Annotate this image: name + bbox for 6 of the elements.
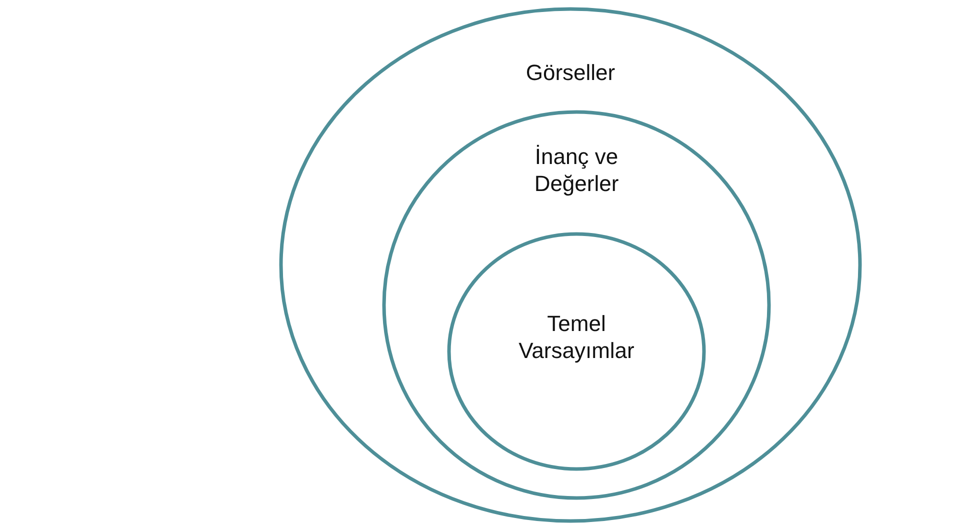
ring-label: Temel Varsayımlar [518,310,636,364]
ring-ellipse [279,7,862,523]
ring-ellipse [382,110,771,500]
ring-label: İnanç ve Değerler [533,143,620,197]
ring-label: Görseller [524,59,616,86]
ring-ellipse [447,232,706,471]
